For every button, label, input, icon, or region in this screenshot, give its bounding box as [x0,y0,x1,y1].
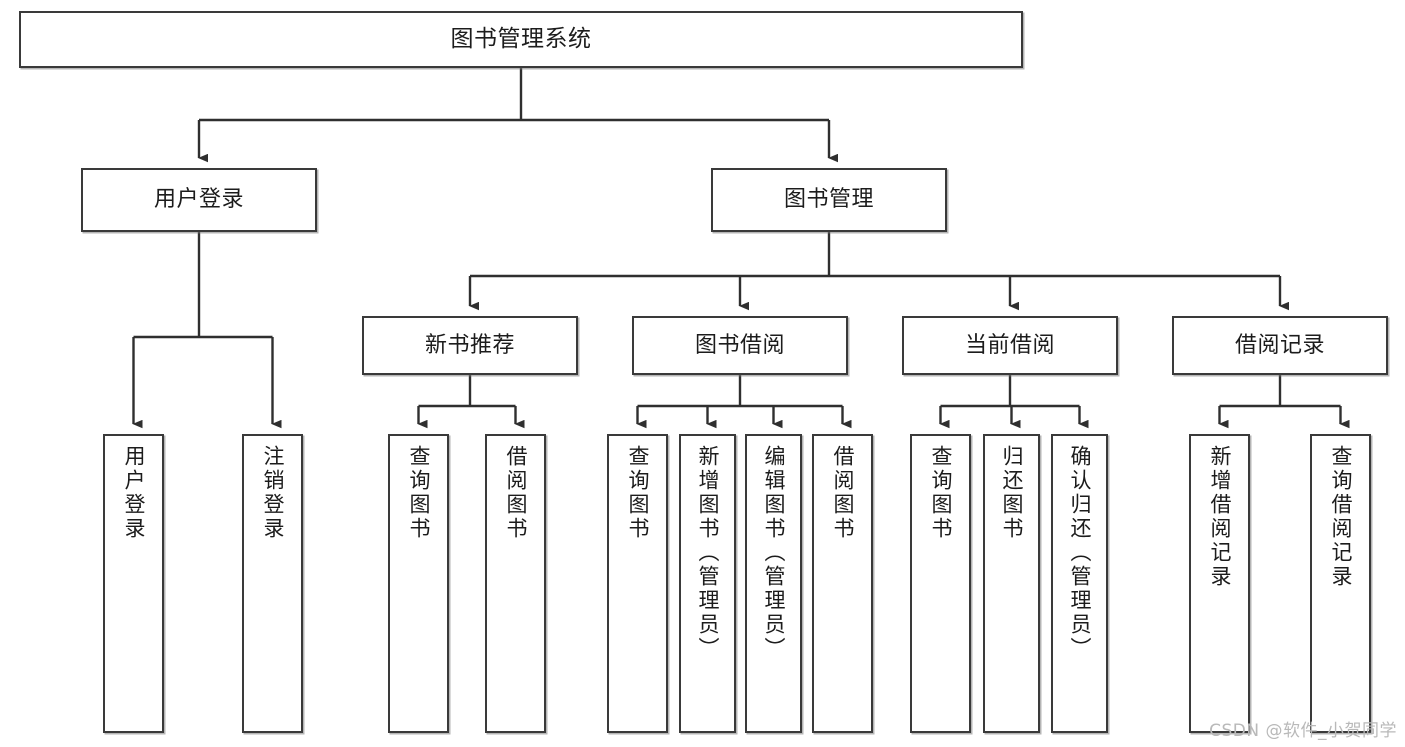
leaf-borrow-book-new-label: 借阅图书 [504,445,528,541]
leaf-confirm-return-admin-label: 确认归还（管理员） [1068,445,1092,661]
leaf-edit-book-admin[interactable]: 编辑图书（管理员） [745,434,802,733]
leaf-add-book-admin-label: 新增图书（管理员） [696,445,720,661]
leaf-return-book[interactable]: 归还图书 [983,434,1040,733]
node-current-borrow[interactable]: 当前借阅 [902,316,1118,375]
leaf-query-book-borrow-label: 查询图书 [626,445,650,541]
leaf-add-borrow-record-label: 新增借阅记录 [1208,445,1232,589]
leaf-borrow-book[interactable]: 借阅图书 [812,434,873,733]
leaf-borrow-book-label: 借阅图书 [831,445,855,541]
leaf-logout-label: 注销登录 [261,445,285,541]
leaf-logout[interactable]: 注销登录 [242,434,303,733]
node-current-borrow-label: 当前借阅 [964,332,1055,358]
node-book-borrow[interactable]: 图书借阅 [632,316,848,375]
node-book-management[interactable]: 图书管理 [711,168,947,232]
node-new-book-recommend-label: 新书推荐 [424,332,515,358]
node-borrow-records[interactable]: 借阅记录 [1172,316,1388,375]
node-root[interactable]: 图书管理系统 [19,11,1023,68]
leaf-query-book-current-label: 查询图书 [929,445,953,541]
node-book-management-label: 图书管理 [783,187,874,213]
leaf-user-login[interactable]: 用户登录 [103,434,164,733]
node-user-login[interactable]: 用户登录 [81,168,317,232]
leaf-edit-book-admin-label: 编辑图书（管理员） [762,445,786,661]
leaf-add-book-admin[interactable]: 新增图书（管理员） [679,434,736,733]
leaf-borrow-book-new[interactable]: 借阅图书 [485,434,546,733]
node-user-login-label: 用户登录 [153,187,244,213]
leaf-confirm-return-admin[interactable]: 确认归还（管理员） [1051,434,1108,733]
leaf-query-book-new-label: 查询图书 [407,445,431,541]
leaf-query-book-current[interactable]: 查询图书 [910,434,971,733]
node-root-label: 图书管理系统 [450,26,592,53]
leaf-add-borrow-record[interactable]: 新增借阅记录 [1189,434,1250,733]
leaf-user-login-label: 用户登录 [122,445,146,541]
leaf-query-borrow-record-label: 查询借阅记录 [1329,445,1353,589]
leaf-query-book-new[interactable]: 查询图书 [388,434,449,733]
leaf-query-book-borrow[interactable]: 查询图书 [607,434,668,733]
node-borrow-records-label: 借阅记录 [1234,332,1325,358]
node-book-borrow-label: 图书借阅 [694,332,785,358]
leaf-query-borrow-record[interactable]: 查询借阅记录 [1310,434,1371,733]
node-new-book-recommend[interactable]: 新书推荐 [362,316,578,375]
leaf-return-book-label: 归还图书 [1000,445,1024,541]
